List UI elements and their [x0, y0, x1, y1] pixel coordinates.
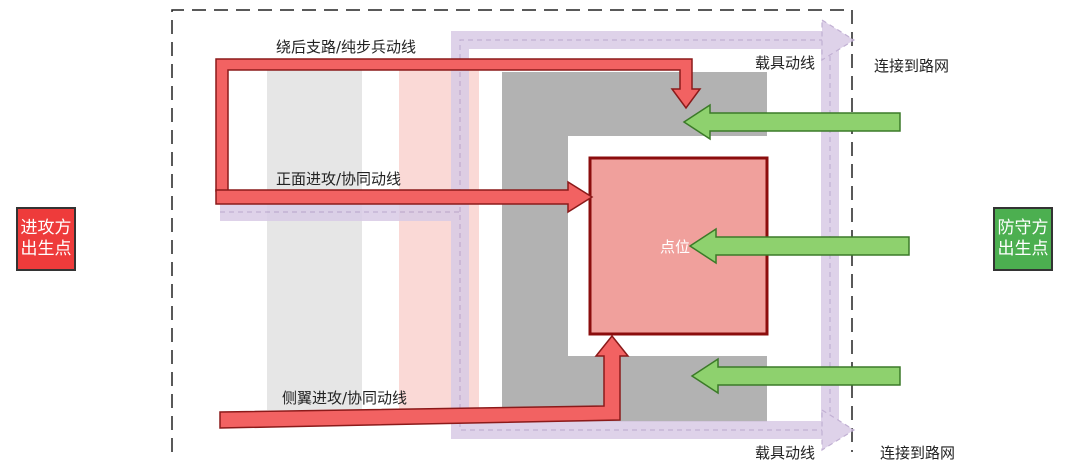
area-boundary	[171, 9, 853, 452]
defense-route-bottom	[690, 357, 901, 395]
map-diagram	[171, 9, 910, 452]
defender-spawn-label-line2: 出生点	[997, 239, 1049, 259]
road-network-label-bottom: 连接到路网	[880, 444, 956, 462]
side-route-label: 侧翼进攻/协同动线	[282, 389, 408, 407]
attack-route-side	[219, 334, 630, 429]
attack-route-frontal	[215, 180, 594, 214]
defender-spawn-label-line1: 防守方	[997, 218, 1049, 238]
vehicle-route-label-bottom: 载具动线	[755, 444, 816, 462]
road-network-label-top: 连接到路网	[874, 57, 950, 75]
attacker-spawn-label-line2: 出生点	[20, 239, 72, 259]
attacker-spawn-label-line1: 进攻方	[20, 218, 72, 238]
vehicle-arrowhead-top	[821, 18, 856, 62]
vehicle-route	[220, 18, 856, 452]
frontal-route-label: 正面进攻/协同动线	[276, 170, 402, 188]
vehicle-arrowhead-bottom	[821, 408, 856, 452]
attacker-spawn-point: 进攻方出生点	[16, 207, 76, 271]
defense-route-top	[682, 103, 901, 141]
vehicle-route-label-top: 载具动线	[755, 54, 816, 72]
terrain-strip-gray	[267, 70, 362, 410]
defender-spawn-point: 防守方出生点	[993, 207, 1053, 271]
flank-rear-route-label: 绕后支路/纯步兵动线	[276, 38, 417, 56]
defense-route-middle	[688, 227, 910, 265]
attack-route-flank-rear	[215, 58, 702, 192]
objective-label: 点位	[660, 238, 691, 256]
